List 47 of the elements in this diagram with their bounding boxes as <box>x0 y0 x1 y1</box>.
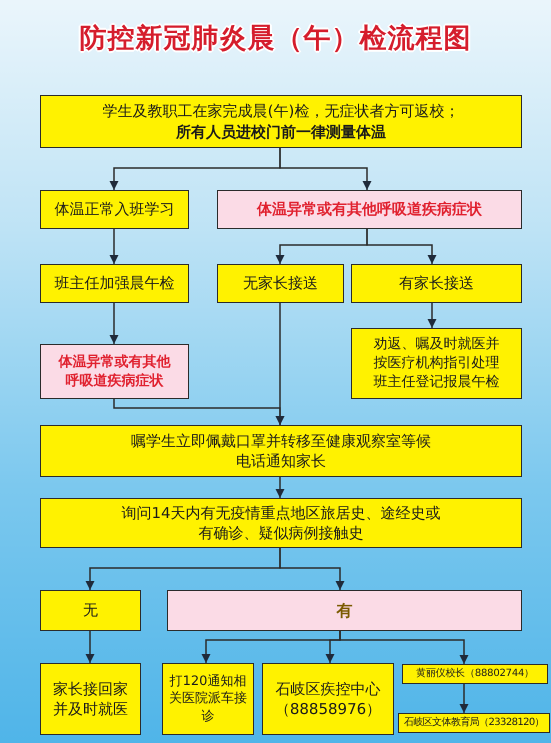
arrow <box>86 631 94 663</box>
process-box <box>40 264 189 303</box>
box-text: 班主任加强晨午检 <box>54 273 174 294</box>
box-text: 体温异常或有其他呼吸道疾病症状 <box>257 199 482 220</box>
process-box <box>262 663 394 735</box>
process-box <box>162 663 254 735</box>
box-text: 石岐区文体教育局（23328120） <box>404 716 544 730</box>
process-box <box>40 344 189 399</box>
box-text: 黄丽仪校长（88802744） <box>416 667 534 681</box>
box-text: 石岐区疾控中心（88858976） <box>274 678 382 720</box>
process-box <box>40 590 141 631</box>
process-box <box>351 328 522 399</box>
title: 防控新冠肺炎晨（午）检流程图 <box>78 22 472 56</box>
box-text: 询问14天内有无疫情重点地区旅居史、途经史或有确诊、疑似病例接触史 <box>120 502 442 544</box>
process-box <box>402 664 548 684</box>
arrow <box>279 548 344 590</box>
box-text: 体温异常或有其他呼吸道疾病症状 <box>58 352 170 390</box>
arrow <box>428 303 436 328</box>
arrow <box>279 148 372 190</box>
box-text: 体温正常入班学习 <box>54 199 174 220</box>
process-box <box>167 590 522 631</box>
arrow <box>366 229 436 264</box>
box-text: 劝返、嘱及时就医并按医疗机构指引处理班主任登记报晨午检 <box>372 335 500 392</box>
box-text: 所有人员进校门前一律测量体温 <box>176 122 386 142</box>
process-box <box>40 663 141 735</box>
arrow <box>276 303 284 425</box>
box-text: 嘱学生立即佩戴口罩并转移至健康观察室等候电话通知家长 <box>130 430 432 472</box>
arrow <box>110 303 118 344</box>
process-box <box>40 498 522 548</box>
arrow <box>276 477 284 498</box>
box-text: 无 <box>83 600 98 621</box>
process-box <box>40 95 522 148</box>
box-text: 无家长接送 <box>243 273 318 294</box>
box-text: 学生及教职工在家完成晨(午)检，无症状者方可返校； <box>102 101 460 122</box>
arrow <box>460 684 468 713</box>
process-box <box>217 264 344 303</box>
process-box <box>40 425 522 477</box>
process-box <box>40 190 189 229</box>
arrow <box>339 631 468 664</box>
arrow <box>110 229 118 264</box>
box-text: 有家长接送 <box>399 273 474 294</box>
process-box <box>398 713 550 733</box>
box-text: 打120通知相关医院派车接诊 <box>168 672 248 726</box>
process-box <box>351 264 522 303</box>
process-box <box>217 190 522 229</box>
box-text: 家长接回家并及时就医 <box>52 678 129 720</box>
box-text: 有 <box>336 600 352 622</box>
